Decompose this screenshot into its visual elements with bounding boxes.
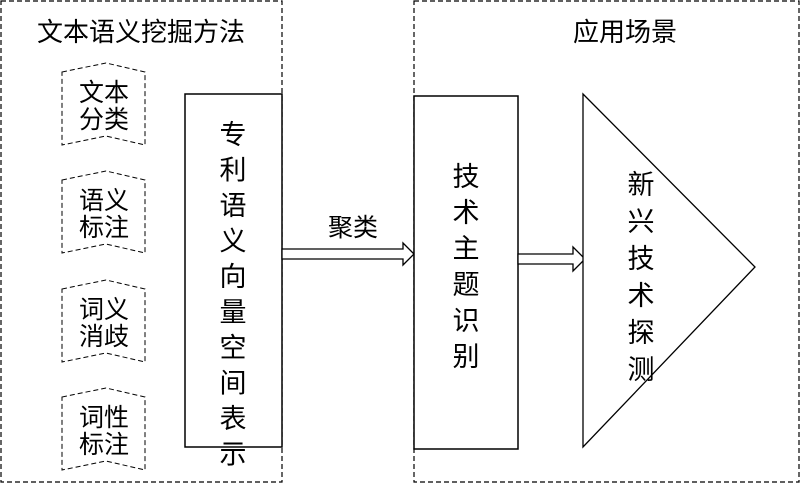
method-line2: 标注 (79, 430, 129, 459)
right-panel-title: 应用场景 (573, 18, 677, 48)
vertical-char: 别 (453, 342, 480, 373)
vertical-char: 主 (453, 234, 480, 265)
vertical-char: 兴 (628, 207, 655, 238)
vertical-char: 技 (453, 162, 480, 193)
method-item-2: 词义 消歧 (61, 279, 146, 363)
vertical-char: 题 (453, 270, 480, 301)
method-line1: 词性 (79, 403, 129, 432)
vertical-char: 术 (628, 281, 655, 312)
method-item-0: 文本 分类 (61, 62, 146, 146)
vertical-char: 专 (220, 120, 247, 151)
method-line1: 文本 (79, 78, 129, 107)
method-item-1: 语义 标注 (61, 170, 146, 254)
method-line1: 词义 (79, 295, 129, 324)
vertical-char: 术 (453, 198, 480, 229)
left-panel-title: 文本语义挖掘方法 (37, 18, 245, 48)
vertical-char: 义 (220, 227, 247, 258)
vertical-char: 表 (220, 404, 247, 435)
vector-space-box (184, 93, 283, 448)
vertical-char: 间 (220, 369, 247, 400)
method-line2: 标注 (79, 213, 129, 242)
vertical-char: 语 (220, 191, 247, 222)
vertical-char: 向 (220, 262, 247, 293)
vertical-char: 探 (628, 318, 655, 349)
vertical-char: 空 (220, 333, 247, 364)
vertical-char: 新 (628, 170, 655, 201)
method-line2: 消歧 (79, 322, 129, 351)
vertical-char: 识 (453, 306, 480, 337)
vertical-char: 技 (628, 244, 655, 275)
vertical-char: 示 (220, 440, 247, 471)
method-line2: 分类 (79, 105, 129, 134)
method-item-3: 词性 标注 (61, 387, 146, 471)
detection-arrow (517, 245, 586, 273)
vertical-char: 测 (628, 355, 655, 386)
topic-identification-box (413, 95, 519, 450)
emerging-tech-triangle (582, 92, 756, 449)
method-line1: 语义 (79, 186, 129, 215)
vertical-char: 利 (220, 156, 247, 187)
clustering-arrow (281, 241, 415, 267)
clustering-label: 聚类 (328, 213, 378, 242)
vertical-char: 量 (220, 298, 247, 329)
